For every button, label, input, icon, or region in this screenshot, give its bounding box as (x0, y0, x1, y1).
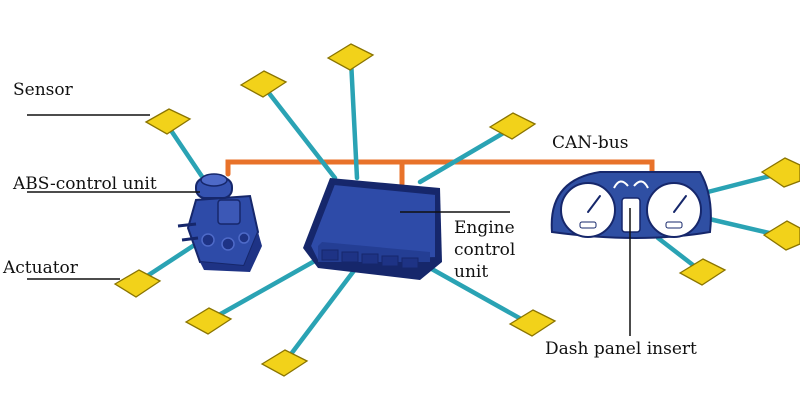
label-dash-panel-insert: Dash panel insert (545, 339, 697, 359)
sensor-node-icon (184, 307, 233, 335)
label-engine-line-2: control (454, 240, 515, 260)
sensor-node-icon (488, 112, 537, 140)
label-engine-line-3: unit (454, 262, 488, 282)
sensor-node-icon (239, 70, 288, 98)
sensor-node-icon (508, 309, 557, 337)
sensor-node-icon (113, 269, 162, 298)
abs-control-unit-icon (177, 173, 262, 272)
sensor-node-icon (326, 43, 375, 71)
sensor-node-icon (678, 258, 727, 286)
sensor-node-icon (762, 220, 800, 251)
label-can-bus: CAN-bus (552, 133, 628, 153)
sensor-node-icon (260, 349, 309, 377)
leader-lines (27, 114, 631, 336)
label-actuator: Actuator (2, 258, 79, 278)
sensor-node-icon (760, 157, 800, 188)
sensor-node-icon (144, 108, 192, 135)
label-sensor: Sensor (13, 80, 74, 100)
dash-panel-insert-icon (550, 171, 712, 239)
label-abs-control-unit: ABS-control unit (12, 174, 157, 194)
sensor-nodes (113, 43, 800, 377)
engine-control-unit-icon (303, 178, 442, 280)
label-engine-line-1: Engine (454, 218, 515, 238)
can-bus-line (225, 159, 655, 187)
